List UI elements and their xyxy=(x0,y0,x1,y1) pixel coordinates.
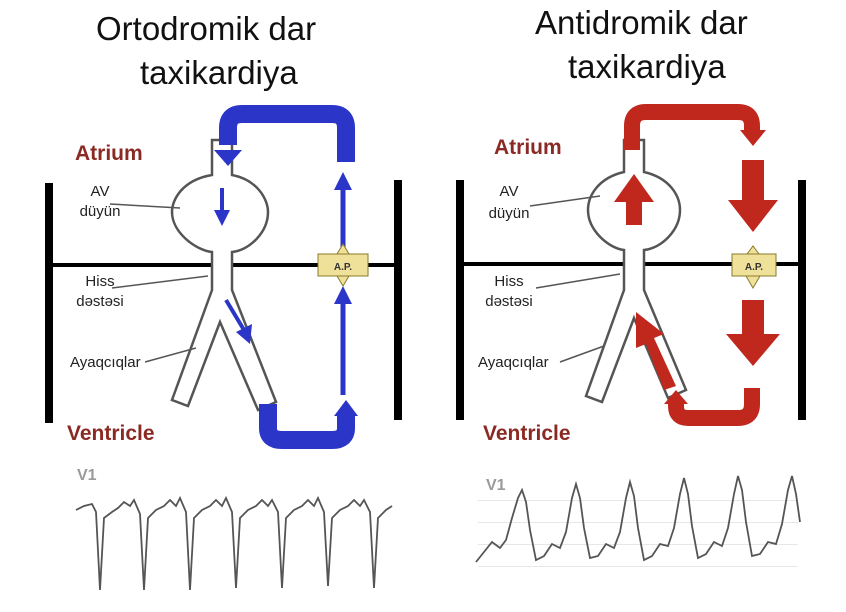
left-ecg-trace xyxy=(75,495,393,591)
right-ecg-trace xyxy=(475,475,801,563)
left-legs-leader xyxy=(144,347,197,363)
left-top-loop xyxy=(219,105,355,162)
left-bottom-loop xyxy=(259,404,355,449)
left-branch-arrow-shaft xyxy=(224,298,246,332)
left-diagram: A.P. Atrium AV düyün Hiss dəstəsi Ayaqcı… xyxy=(45,105,402,591)
left-top-loop-head xyxy=(214,150,242,166)
left-legs-label: Ayaqcıqlar xyxy=(70,354,141,371)
left-av-down-arrow-head xyxy=(214,210,230,226)
left-ventricle-label: Ventricle xyxy=(67,422,155,445)
left-inner-wall xyxy=(394,180,402,420)
right-atrium-label: Atrium xyxy=(494,136,562,159)
right-outer-wall xyxy=(456,180,464,420)
left-ap-up-arrow-upper-head xyxy=(334,172,352,190)
left-title-line2: taxikardiya xyxy=(140,54,298,91)
left-hiss-label-2: dəstəsi xyxy=(76,293,124,310)
left-bottom-loop-head xyxy=(334,400,358,416)
right-ap-bottom-tip xyxy=(745,275,761,289)
right-ap-top-tip xyxy=(746,245,760,255)
right-legs-leader xyxy=(559,345,605,363)
left-ap-label: A.P. xyxy=(334,262,352,273)
left-conduction-system xyxy=(170,138,278,412)
right-inner-wall xyxy=(798,180,806,420)
right-ap-down-arrow-upper xyxy=(728,160,778,232)
left-ap-up-arrow-lower-head xyxy=(334,286,352,304)
left-outer-wall xyxy=(45,183,53,423)
left-av-leader xyxy=(109,203,181,209)
right-av-up-arrow xyxy=(614,174,654,225)
left-lead-label: V1 xyxy=(77,467,97,484)
right-ventricle-label: Ventricle xyxy=(483,422,571,445)
right-top-loop-head xyxy=(740,130,766,146)
left-atrium-label: Atrium xyxy=(75,142,143,165)
right-conduction-system xyxy=(584,138,688,404)
right-ap-down-arrow-lower xyxy=(726,300,780,366)
left-branch-arrow-head xyxy=(236,324,252,344)
right-title-line1: Antidromik dar xyxy=(535,4,748,41)
right-lead-label: V1 xyxy=(486,477,506,494)
left-ap-bottom-tip xyxy=(336,275,350,287)
left-title-line1: Ortodromik dar xyxy=(96,10,317,47)
right-av-leader xyxy=(529,195,601,207)
right-ap-label: A.P. xyxy=(745,262,763,273)
right-hiss-label-2: dəstəsi xyxy=(485,293,533,310)
right-legs-label: Ayaqcıqlar xyxy=(478,354,549,371)
right-bottom-loop-head xyxy=(664,390,688,404)
right-av-label-1: AV xyxy=(500,183,519,200)
right-hiss-leader xyxy=(535,273,621,289)
left-av-label-1: AV xyxy=(91,183,110,200)
right-top-loop xyxy=(624,104,760,150)
right-ecg-grid xyxy=(478,500,798,567)
right-av-label-2: düyün xyxy=(489,205,530,222)
left-ap-top-tip xyxy=(336,243,350,255)
right-bottom-loop xyxy=(668,388,760,426)
left-av-label-2: düyün xyxy=(80,203,121,220)
right-diagram: A.P. Atrium AV düyün Hiss dəstəsi Ayaqcı… xyxy=(456,104,806,567)
left-hiss-label-1: Hiss xyxy=(85,273,114,290)
right-branch-up-arrow xyxy=(636,312,676,390)
right-hiss-label-1: Hiss xyxy=(494,273,523,290)
right-title-line2: taxikardiya xyxy=(568,48,726,85)
left-hiss-leader xyxy=(111,275,209,289)
